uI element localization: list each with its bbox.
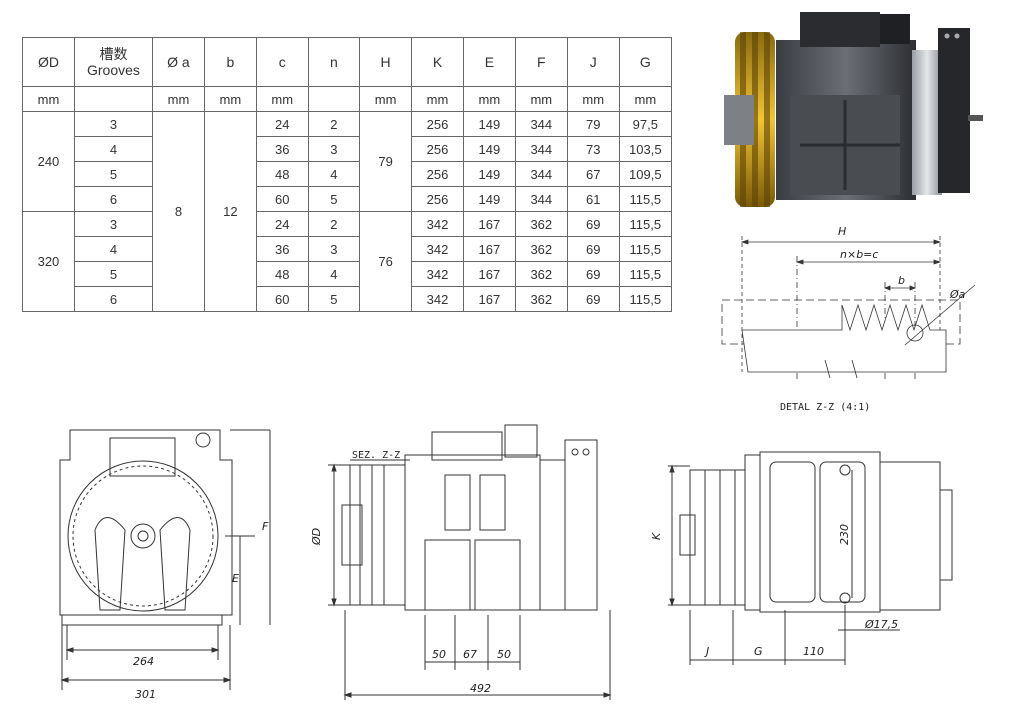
cell-grooves: 5 [73, 261, 154, 287]
cell-c: 48 [255, 161, 309, 187]
right-dim-230: 230 [838, 524, 851, 545]
cell-g: 115,5 [618, 236, 673, 262]
right-j-label: J [704, 645, 709, 658]
side-section-label: SEZ. Z-Z [352, 450, 400, 461]
cell-grooves: 6 [73, 286, 154, 312]
cell-f: 362 [514, 286, 568, 312]
cell-grooves: 4 [73, 236, 154, 262]
side-dim-492: 492 [470, 682, 491, 695]
cell-f: 344 [514, 186, 568, 212]
side-dim-50b: 50 [497, 648, 511, 661]
detail-oa-label: Øa [949, 288, 966, 301]
cell-g: 103,5 [618, 136, 673, 162]
front-dim-264: 264 [133, 655, 154, 668]
right-dim-110: 110 [803, 645, 824, 658]
motor-photo [724, 12, 983, 207]
cell-f: 344 [514, 161, 568, 187]
front-view-drawing [59, 429, 271, 690]
cell-od: 320 [22, 211, 75, 312]
cell-e: 149 [462, 161, 516, 187]
header-g: G [618, 37, 673, 87]
unit-cell: mm [22, 86, 75, 112]
header-n: n [307, 37, 361, 87]
right-dim-175: Ø17,5 [864, 618, 898, 631]
cell-n: 4 [307, 161, 361, 187]
cell-g: 109,5 [618, 161, 673, 187]
header-h: H [359, 37, 413, 87]
front-e-label: E [232, 572, 239, 585]
detail-nbc-label: n×b=c [840, 248, 878, 261]
cell-e: 167 [462, 261, 516, 287]
encoder-box-image [938, 28, 970, 193]
cell-e: 149 [462, 186, 516, 212]
cell-j: 79 [566, 111, 620, 137]
side-dim-67: 67 [463, 648, 477, 661]
brake-drum-image [912, 50, 942, 195]
cell-c: 60 [255, 186, 309, 212]
cell-f: 344 [514, 136, 568, 162]
cell-f: 362 [514, 261, 568, 287]
right-view-drawing [668, 451, 953, 665]
cell-g: 115,5 [618, 286, 673, 312]
header-e: E [462, 37, 516, 87]
cell-e: 167 [462, 286, 516, 312]
detail-b-label: b [898, 274, 905, 287]
unit-cell: mm [255, 86, 309, 112]
side-view-drawing [328, 424, 612, 700]
header-oa: Ø a [152, 37, 205, 87]
cell-f: 362 [514, 236, 568, 262]
unit-cell: mm [462, 86, 516, 112]
cell-j: 69 [566, 286, 620, 312]
cell-g: 115,5 [618, 186, 673, 212]
unit-cell: mm [203, 86, 257, 112]
side-dim-50a: 50 [432, 648, 446, 661]
header-c: c [255, 37, 309, 87]
gold-pulley-image [724, 32, 775, 207]
cell-grooves: 3 [73, 211, 154, 237]
cell-k: 342 [411, 286, 464, 312]
cell-k: 342 [411, 211, 464, 237]
cell-g: 115,5 [618, 261, 673, 287]
cell-j: 69 [566, 236, 620, 262]
side-od-label: ØD [310, 528, 323, 546]
cell-n: 4 [307, 261, 361, 287]
header-j: J [566, 37, 620, 87]
cell-g: 97,5 [618, 111, 673, 137]
header-od: ØD [22, 37, 75, 87]
cell-n: 3 [307, 236, 361, 262]
cell-c: 36 [255, 136, 309, 162]
cell-n: 2 [307, 211, 361, 237]
header-f: F [514, 37, 568, 87]
right-k-label: K [650, 532, 663, 540]
unit-cell: mm [411, 86, 464, 112]
cell-j: 69 [566, 261, 620, 287]
front-dim-301: 301 [135, 688, 156, 701]
cell-c: 60 [255, 286, 309, 312]
detail-zz-drawing [721, 236, 976, 380]
cell-c: 36 [255, 236, 309, 262]
unit-cell [73, 86, 154, 112]
front-f-label: F [262, 520, 269, 533]
cell-oa: 8 [152, 111, 205, 312]
cell-n: 5 [307, 186, 361, 212]
unit-cell: mm [618, 86, 673, 112]
detail-caption: DETAL Z-Z (4:1) [780, 402, 870, 413]
right-g-label: G [754, 645, 763, 658]
cell-g: 115,5 [618, 211, 673, 237]
cell-k: 342 [411, 236, 464, 262]
cell-od: 240 [22, 111, 75, 212]
cell-f: 344 [514, 111, 568, 137]
unit-cell: mm [514, 86, 568, 112]
cell-n: 5 [307, 286, 361, 312]
detail-h-label: H [838, 225, 846, 238]
